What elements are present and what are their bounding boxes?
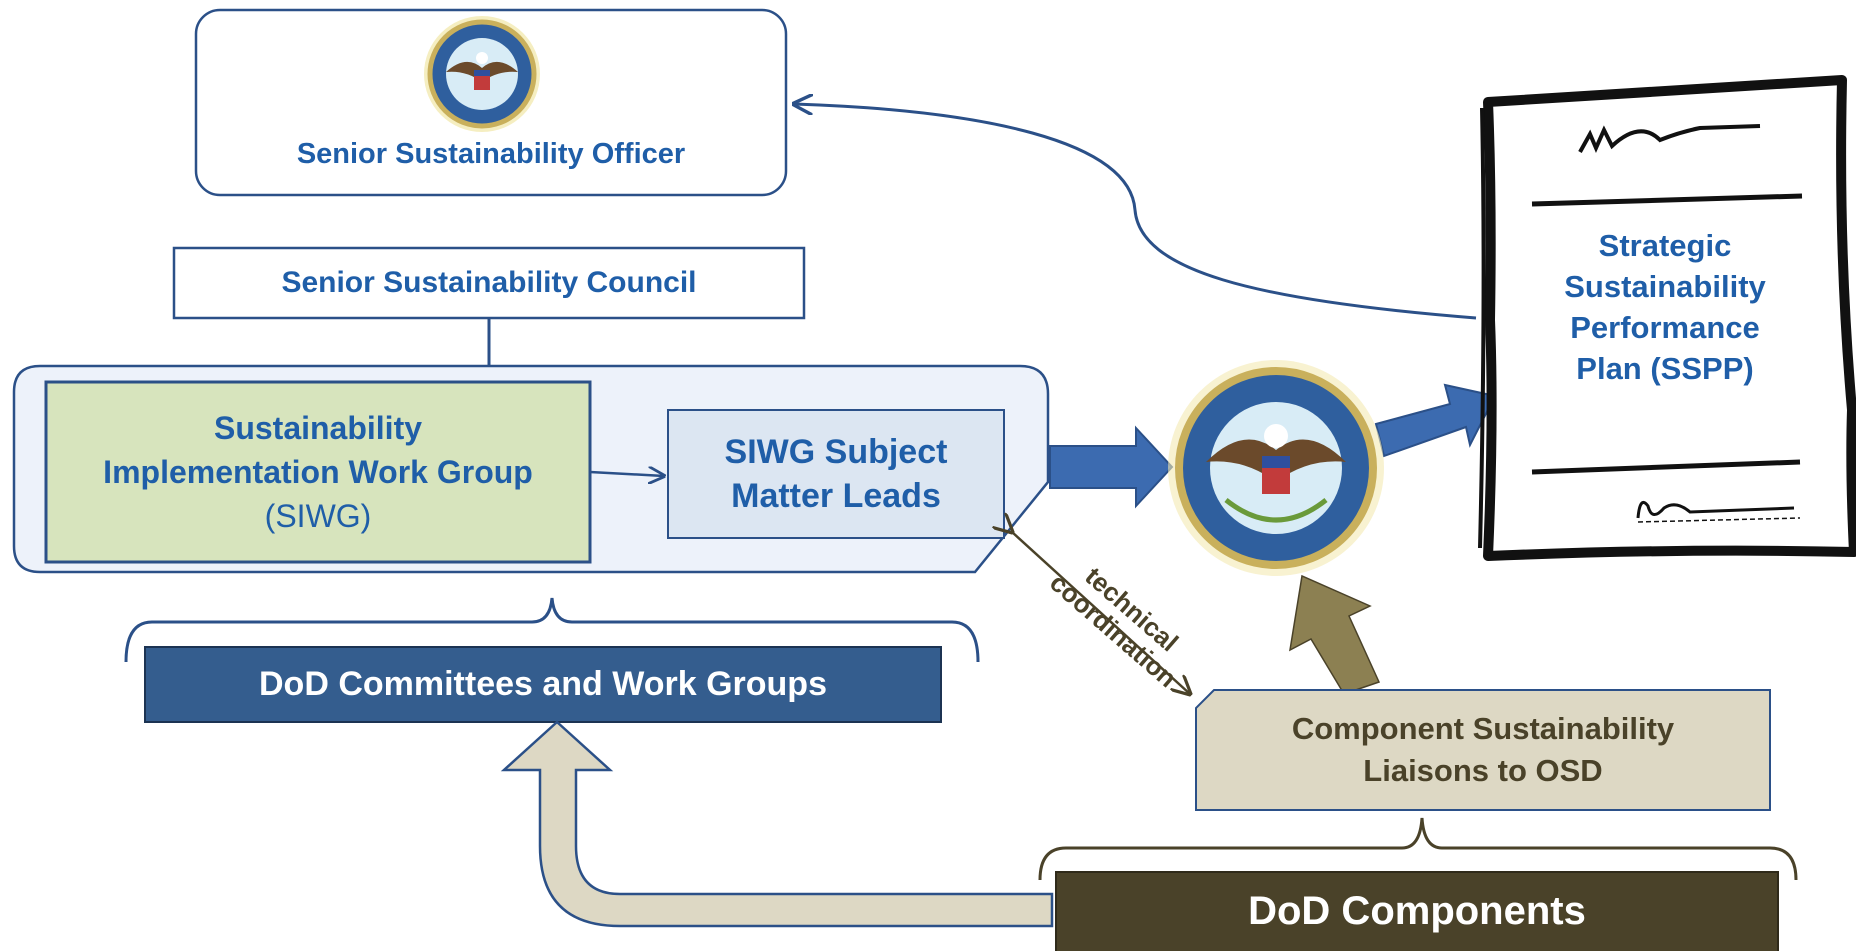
sspp-line1: Strategic (1598, 228, 1732, 263)
sspp-line4: Plan (SSPP) (1576, 351, 1754, 386)
sspp-to-officer-arrow (794, 104, 1477, 320)
components-box (1055, 871, 1779, 951)
seal-to-sspp-arrow (1374, 383, 1497, 458)
senior-council-box (172, 246, 806, 320)
liaisons-line1: Component Sustainability (1291, 711, 1675, 746)
subject-leads-label: SIWG Subject Matter Leads (668, 410, 1004, 538)
panel-to-seal-arrow (1049, 425, 1174, 509)
signature-bottom (1636, 501, 1795, 519)
sspp-line3: Performance (1570, 310, 1760, 345)
sspp-line2: Sustainability (1564, 269, 1766, 304)
components-bracket (1038, 817, 1798, 881)
senior-council-label: Senior Sustainability Council (281, 266, 697, 299)
siwg-title-line2: Implementation Work Group (103, 454, 533, 490)
liaisons-line2: Liaisons to OSD (1363, 753, 1603, 788)
siwg-abbrev: (SIWG) (264, 498, 372, 534)
siwg-label: Sustainability Implementation Work Group… (46, 382, 590, 562)
committees-box (144, 646, 942, 723)
liaisons-box (1195, 689, 1771, 811)
siwg-to-leads-arrow (589, 472, 664, 476)
liaisons-label: Component Sustainability Liaisons to OSD (1196, 690, 1770, 810)
components-to-committees-arrow (500, 720, 1054, 928)
technical-coordination-arrow (1012, 532, 1190, 694)
components-label: DoD Components (1248, 889, 1586, 933)
subject-leads-box (667, 409, 1005, 539)
siwg-box (44, 380, 592, 564)
liaisons-to-seal-arrow (1289, 574, 1381, 695)
subject-leads-line2: Matter Leads (731, 477, 941, 515)
small-dod-seal-icon (424, 16, 540, 132)
large-dod-seal-icon (1168, 360, 1384, 576)
sspp-document (1478, 75, 1856, 561)
sspp-label: Strategic Sustainability Performance Pla… (1512, 222, 1818, 392)
siwg-title-line1: Sustainability (213, 410, 423, 446)
committees-bracket (124, 597, 980, 663)
committees-label: DoD Committees and Work Groups (259, 665, 827, 703)
senior-officer-label: Senior Sustainability Officer (296, 137, 686, 170)
signature-top (1578, 124, 1761, 153)
subject-leads-line1: SIWG Subject (724, 433, 948, 471)
